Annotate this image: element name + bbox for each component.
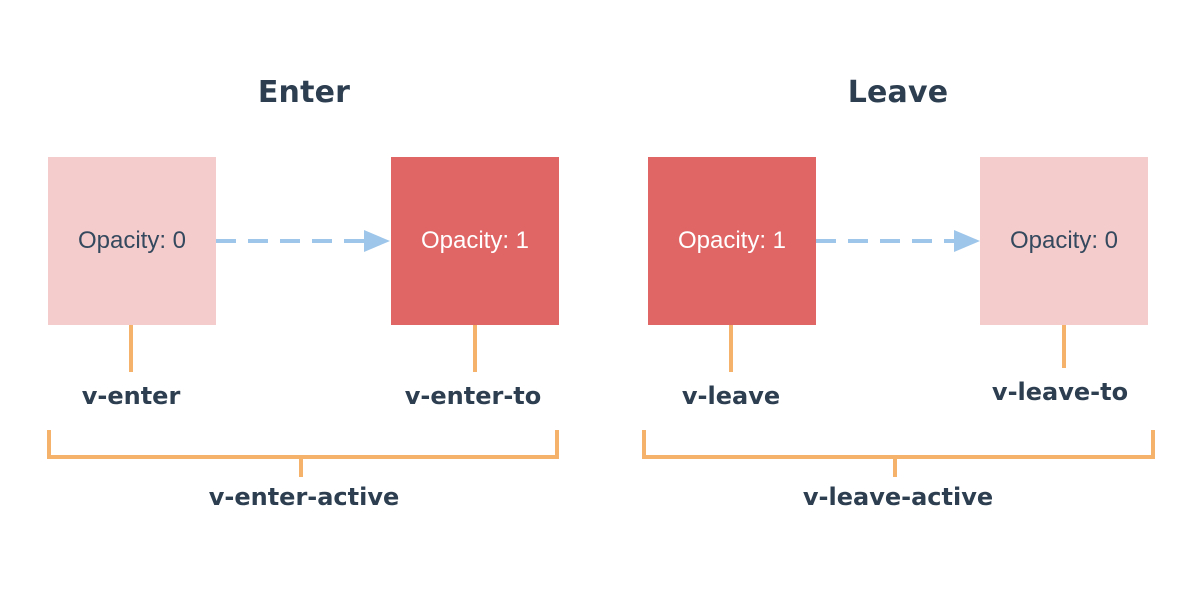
- v-enter-to-label: v-enter-to: [404, 382, 542, 410]
- v-leave-label: v-leave: [681, 382, 781, 410]
- leave-end-opacity-label: Opacity: 0: [1009, 227, 1119, 254]
- leave-start-opacity-label: Opacity: 1: [677, 227, 787, 254]
- leave-start-box: Opacity: 1: [648, 157, 816, 325]
- enter-end-opacity-label: Opacity: 1: [420, 227, 530, 254]
- enter-start-opacity-label: Opacity: 0: [77, 227, 187, 254]
- enter-start-box: Opacity: 0: [48, 157, 216, 325]
- v-leave-to-label: v-leave-to: [991, 378, 1129, 406]
- leave-transition-arrow: [816, 230, 980, 252]
- enter-active-bracket: [47, 430, 559, 477]
- v-enter-active-label: v-enter-active: [208, 483, 400, 511]
- leave-end-box: Opacity: 0: [980, 157, 1148, 325]
- enter-end-box: Opacity: 1: [391, 157, 559, 325]
- v-enter-label: v-enter: [81, 382, 181, 410]
- enter-section-title: Enter: [257, 75, 351, 110]
- enter-transition-arrow: [216, 230, 390, 252]
- v-leave-active-label: v-leave-active: [802, 483, 994, 511]
- leave-active-bracket: [642, 430, 1155, 477]
- leave-section-title: Leave: [847, 75, 949, 110]
